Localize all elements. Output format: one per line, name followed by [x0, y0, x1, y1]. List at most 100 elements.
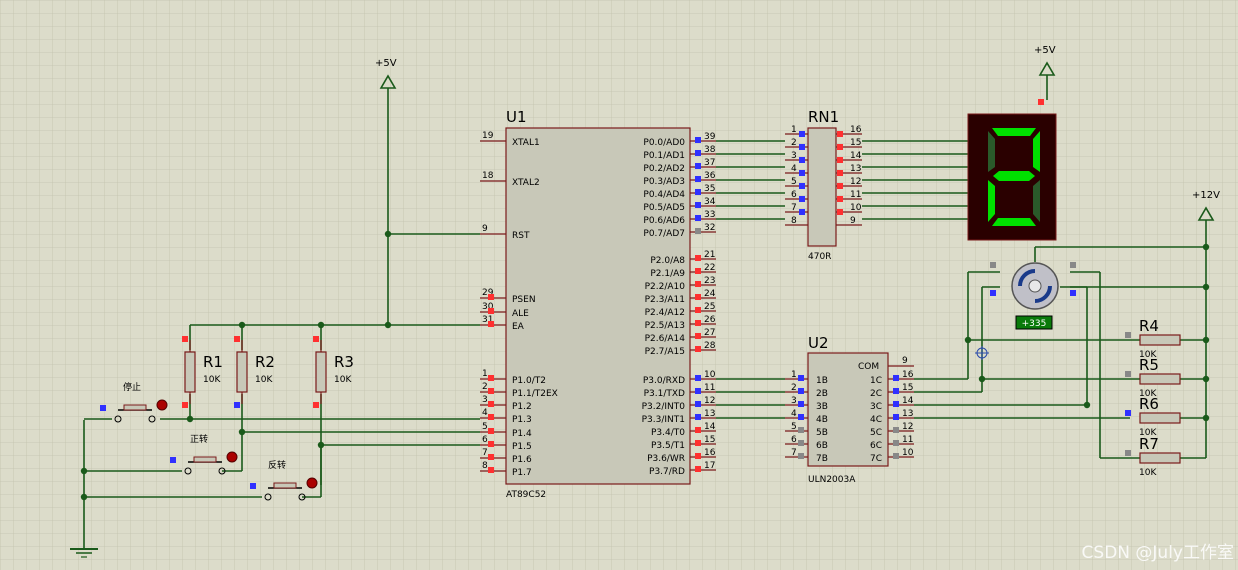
u1-pin-4[interactable]: 4P1.3 — [480, 408, 532, 425]
u1-pin-5[interactable]: 5P1.4 — [480, 422, 532, 439]
u2-pin-6[interactable]: 66B — [785, 435, 828, 451]
pin-number: 24 — [704, 289, 716, 299]
u2-pin-2[interactable]: 22B — [785, 383, 828, 399]
pin-number: 6 — [791, 190, 797, 200]
pin-name: P3.0/RXD — [643, 376, 685, 386]
power-terminal-5v-left[interactable]: +5V — [375, 58, 397, 326]
pin-name: P1.1/T2EX — [512, 389, 558, 399]
u1-pin-2[interactable]: 2P1.1/T2EX — [480, 382, 558, 399]
push-button-3[interactable]: 反转 — [250, 459, 318, 501]
button-label: 反转 — [268, 459, 286, 471]
u1-pin-3[interactable]: 3P1.2 — [480, 395, 532, 412]
u1-pin-1[interactable]: 1P1.0/T2 — [480, 369, 546, 386]
resistor-value: 10K — [255, 375, 273, 385]
u2-com-label: COM — [858, 362, 879, 372]
u2-pin-5[interactable]: 55B — [785, 422, 828, 438]
pin-number: 14 — [902, 396, 914, 406]
u1-microcontroller[interactable]: U1 AT89C52 19XTAL118XTAL29RST29PSEN30ALE… — [480, 108, 716, 500]
u2-pin-3[interactable]: 33B — [785, 396, 828, 412]
resistor-ref: R2 — [255, 353, 275, 371]
pin-name: P2.4/A12 — [645, 308, 685, 318]
power-terminal-5v-right[interactable]: +5V — [1034, 45, 1056, 105]
pin-name: 1B — [816, 376, 828, 386]
u2-pin-14[interactable]: 14 3C — [870, 396, 914, 412]
pin-name: P3.5/T1 — [651, 441, 685, 451]
u1-part: AT89C52 — [506, 490, 546, 500]
rn1-pin-pair[interactable]: 6 11 — [785, 190, 862, 202]
pin-number: 11 — [850, 190, 861, 200]
pin-name: P1.2 — [512, 402, 532, 412]
u1-pin-6[interactable]: 6P1.5 — [480, 435, 532, 452]
pin-number: 4 — [791, 409, 797, 419]
stepper-motor[interactable]: +335 — [990, 262, 1080, 330]
u1-pin-7[interactable]: 7P1.6 — [480, 448, 532, 465]
u2-pin-1[interactable]: 11B — [785, 370, 828, 386]
pin-number: 33 — [704, 210, 715, 220]
u2-driver[interactable]: U2 ULN2003A COM 9 11B22B33B44B55B66B77B1… — [785, 334, 914, 485]
pin-name: 3C — [870, 402, 882, 412]
push-button-2[interactable]: 正转 — [170, 433, 238, 475]
ground-symbol[interactable] — [70, 420, 98, 558]
u1-pin-8[interactable]: 8P1.7 — [480, 461, 532, 478]
button-label: 停止 — [123, 381, 141, 393]
resistor-ref: R4 — [1139, 317, 1159, 335]
seven-segment-display[interactable] — [967, 113, 1057, 241]
push-button-1[interactable]: 停止 — [100, 381, 168, 423]
u2-pin-7[interactable]: 77B — [785, 448, 828, 464]
resistor-ref: R7 — [1139, 435, 1159, 453]
pin-name: 2C — [870, 389, 882, 399]
u2-pin-4[interactable]: 44B — [785, 409, 828, 425]
